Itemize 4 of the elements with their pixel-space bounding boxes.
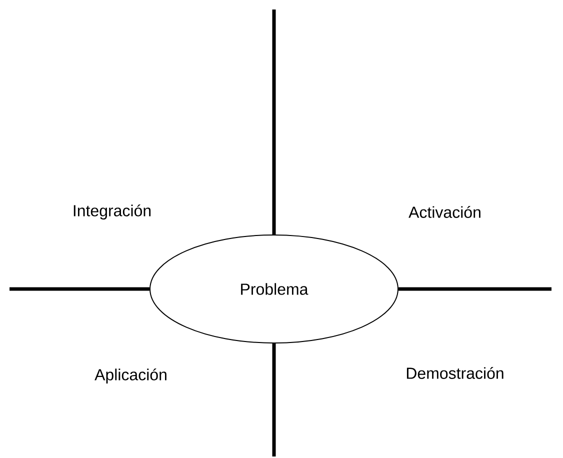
quadrant-label: Aplicación <box>94 368 166 384</box>
quadrant-label: Activación <box>408 206 480 218</box>
quadrant-label: Demostración <box>406 367 504 379</box>
quadrant-label: Integración <box>74 204 151 220</box>
